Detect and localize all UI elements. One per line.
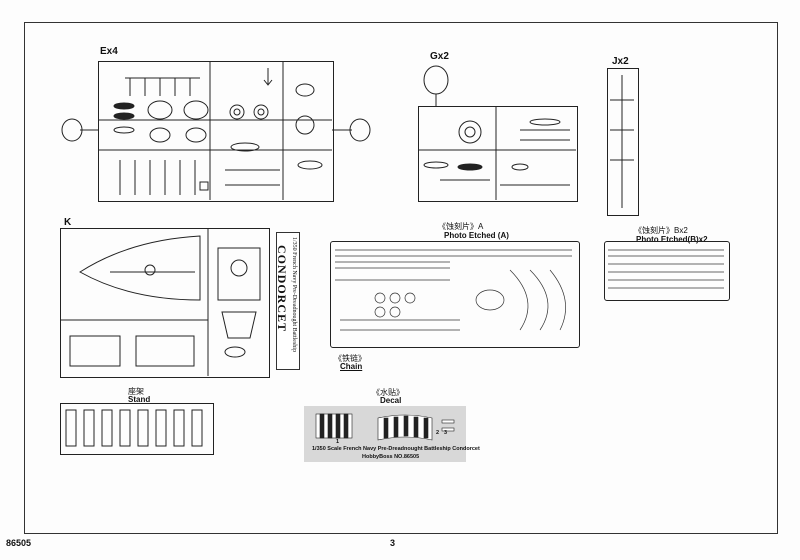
sprue-j-label: Jx2 (612, 56, 629, 67)
sprue-e-frame (98, 61, 334, 202)
decal-number-1: 1 (336, 439, 340, 445)
sprue-g-label: Gx2 (430, 51, 449, 62)
photo-etched-b-label-en: Photo Etched(B)x2 (636, 235, 708, 244)
sprue-g-frame (418, 106, 578, 202)
footer-product-code: 86505 (6, 538, 32, 548)
model-nameplate: 1/350 French Navy Pre-Dreadnought Battle… (275, 232, 300, 370)
photo-etched-a-fret (330, 241, 580, 348)
decal-caption-line2: HobbyBoss NO.86505 (362, 454, 420, 460)
decal-caption-line1: 1/350 Scale French Navy Pre-Dreadnought … (312, 446, 480, 452)
sprue-k-frame (60, 228, 270, 378)
sprue-k-label: K (64, 217, 72, 228)
decal-label-cn: 《水贴》 (372, 388, 404, 397)
photo-etched-a-label-en: Photo Etched (A) (444, 231, 509, 240)
photo-etched-b-label-cn: 《蚀刻片》Bx2 (634, 226, 688, 235)
decal-label-en: Decal (380, 396, 402, 405)
page-frame (24, 22, 778, 534)
decal-number-2: 2 (436, 430, 440, 436)
sprue-j-frame (607, 68, 639, 216)
chain-label-en: Chain (340, 362, 363, 371)
stand-label-en: Stand (128, 395, 151, 404)
footer-page-number: 3 (390, 538, 396, 548)
chain-label-cn: 《铁链》 (334, 354, 366, 363)
decal-number-3: 3 (444, 430, 448, 436)
photo-etched-b-fret (604, 241, 730, 301)
photo-etched-a-label-cn: 《蚀刻片》A (438, 222, 484, 231)
stand-frame (60, 403, 214, 455)
stand-label-cn: 座架 (128, 387, 144, 396)
sprue-e-label: Ex4 (100, 46, 118, 57)
